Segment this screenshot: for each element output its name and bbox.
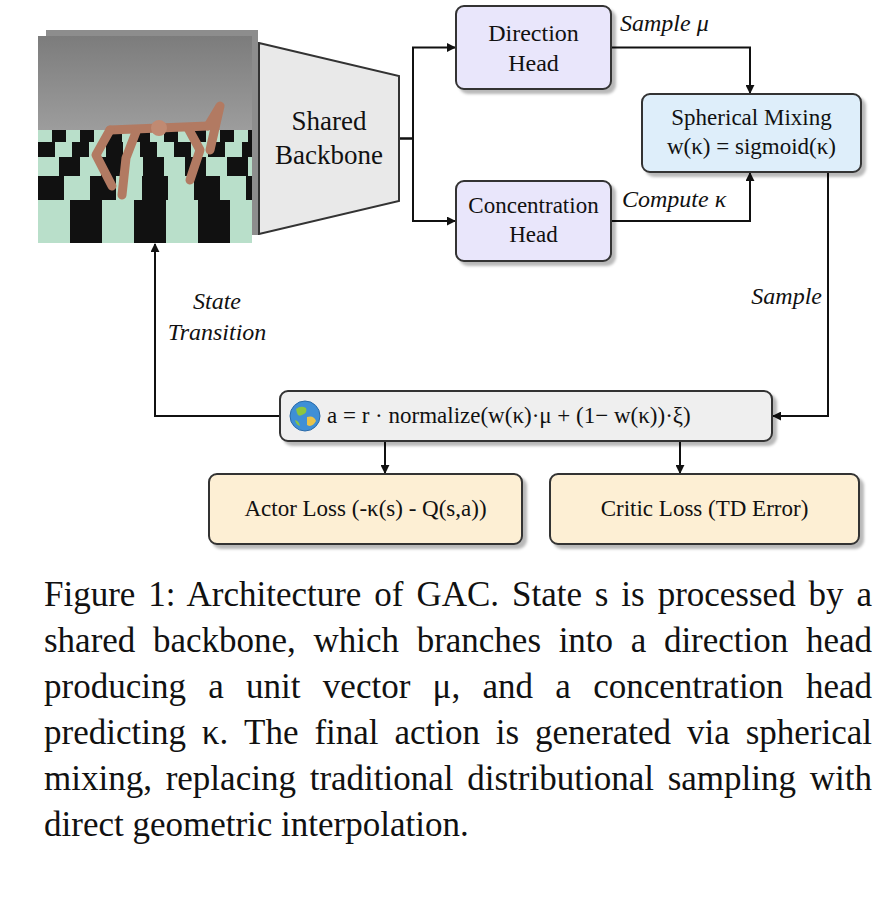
critic-loss-box: Critic Loss (TD Error) [549, 473, 860, 545]
spherical-mixing-box: Spherical Mixingw(κ) = sigmoid(κ) [641, 93, 862, 173]
node-title: Shared Backbone [269, 105, 389, 173]
globe-icon [288, 399, 322, 433]
node-title: a = r · normalize(w(κ)·μ + (1− w(κ))·ξ) [327, 402, 691, 431]
edge-label: Sample μ [620, 10, 709, 37]
action-formula-box: a = r · normalize(w(κ)·μ + (1− w(κ))·ξ) [279, 390, 773, 442]
actor-loss-box: Actor Loss (-κ(s) - Q(s,a)) [208, 473, 523, 545]
node-title: Actor Loss (-κ(s) - Q(s,a)) [244, 495, 486, 524]
arrow-connector [612, 173, 750, 221]
edge-label: Sample [751, 283, 822, 310]
arrow-connector [679, 442, 681, 473]
arrow-connector [400, 139, 455, 222]
direction-head-box: Direction Head [455, 5, 612, 90]
trapezoid-outline [258, 42, 400, 235]
concentration-head-box: Concentration Head [455, 180, 612, 262]
node-title: Critic Loss (TD Error) [601, 495, 809, 524]
figure-caption: Figure 1: Architecture of GAC. State s i… [44, 572, 872, 848]
node-title: Direction Head [464, 18, 604, 78]
edge-label: Compute κ [622, 186, 726, 213]
ant-environment-illustration [38, 30, 260, 245]
arrow-connector [400, 48, 455, 139]
node-title: Concentration Head [457, 192, 610, 250]
arrow-connector [384, 442, 386, 473]
arrow-connector [612, 48, 750, 94]
backbone-trapezoid: Shared Backbone [258, 42, 400, 235]
node-formula: w(κ) = sigmoid(κ) [667, 133, 836, 162]
node-title: Spherical Mixing [671, 104, 831, 133]
annotation-label: State Transition [162, 286, 272, 348]
state-transition-line [155, 244, 279, 416]
